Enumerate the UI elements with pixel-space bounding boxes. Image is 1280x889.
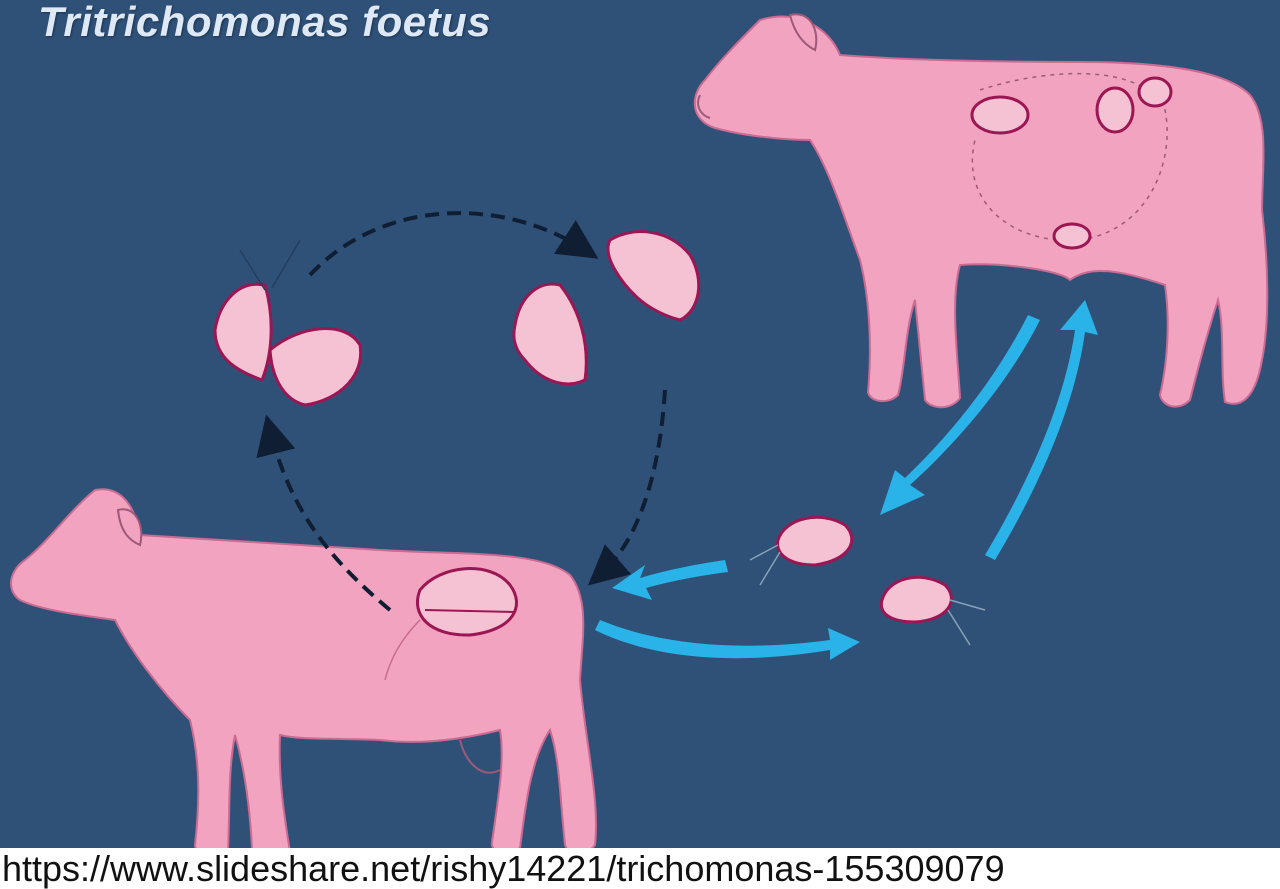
diagram-title: Tritrichomonas foetus: [38, 0, 491, 46]
bull-figure: [695, 14, 1268, 407]
transmission-arrows: [595, 300, 1098, 660]
dividing-parasite-left: [215, 240, 361, 405]
daughter-parasite-lower: [514, 284, 586, 384]
transmitted-parasite-lower: [881, 577, 985, 645]
daughter-parasite-upper: [608, 232, 699, 320]
cow-figure: [11, 489, 596, 857]
source-url: https://www.slideshare.net/rishy14221/tr…: [0, 848, 1280, 889]
transmitted-parasite-upper: [750, 517, 852, 585]
